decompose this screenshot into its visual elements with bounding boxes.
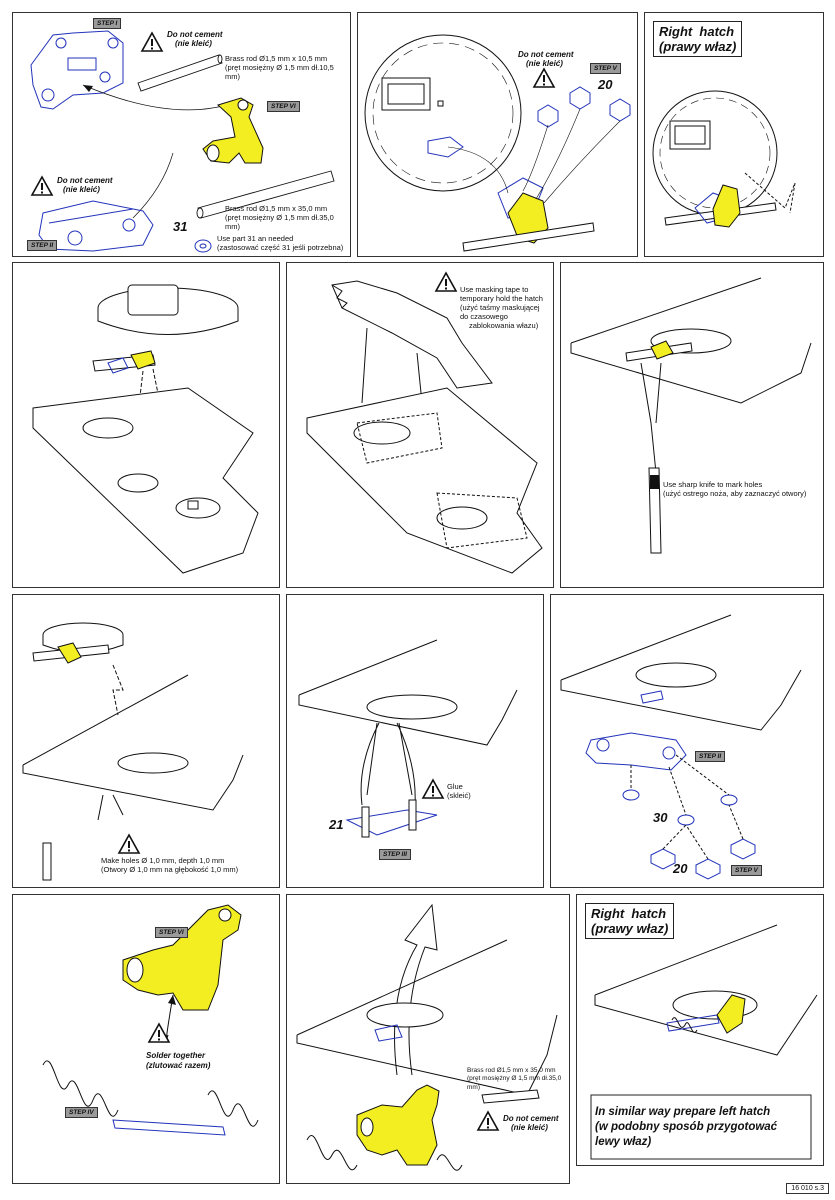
sharp-knife-note: Use sharp knife to mark holes [663, 480, 763, 489]
step-iv-badge: STEP IV [65, 1107, 98, 1118]
right-hatch-title: Right hatch [591, 906, 667, 921]
part-number-30: 30 [653, 810, 668, 825]
step-v-badge: STEP V [590, 63, 621, 74]
do-not-cement-label: Do not cement [167, 30, 223, 39]
panel12-drawing [590, 924, 818, 1160]
panel3-drawing [652, 90, 796, 228]
left-hatch-note-3: lewy właz) [595, 1136, 652, 1148]
masking-tape-note-2: temporary hold the hatch [460, 294, 543, 303]
left-hatch-note: In similar way prepare left hatch (w pod… [595, 1105, 777, 1150]
do-not-cement-pl-label: (nie kleić) [526, 59, 563, 68]
panel7-drawing [22, 622, 244, 881]
do-not-cement-label-2: Do not cement [57, 176, 113, 185]
step-ii-badge: STEP II [695, 751, 726, 762]
panel-step-2-5-nuts: STEP II 30 20 STEP V [550, 594, 824, 888]
panel-step-5-hatch: Do not cement (nie kleić) STEP V 20 [357, 12, 638, 257]
sharp-knife-note-pl: (użyć ostrego noża, aby zaznaczyć otwory… [663, 489, 807, 498]
right-hatch-title-pl: (prawy właz) [591, 921, 669, 936]
panel-solder-step-4-6: STEP VI Solder together (zlutować razem)… [12, 894, 280, 1184]
drill-holes-note: Make holes Ø 1,0 mm, depth 1,0 mm [101, 856, 225, 865]
do-not-cement-pl-label: (nie kleić) [175, 39, 212, 48]
panel-hinge-insert: Brass rod Ø1,5 mm x 35,0 mm (pręt mosięż… [286, 894, 570, 1184]
panel6-drawing [570, 277, 812, 554]
panel-right-hatch-final: Right hatch (prawy właz) In similar way … [576, 894, 824, 1166]
panel-mark-holes: Use sharp knife to mark holes (użyć ostr… [560, 262, 824, 588]
panel11-drawing [296, 903, 558, 1171]
panel-drill-holes: Make holes Ø 1,0 mm, depth 1,0 mm (Otwor… [12, 594, 280, 888]
page-number: 16 010 s.3 [786, 1183, 829, 1194]
masking-tape-note-1: Use masking tape to [460, 285, 529, 294]
part-number-21: 21 [329, 817, 344, 832]
right-hatch-title-box: Right hatch (prawy właz) [653, 21, 743, 57]
brass-rod-2-label: Brass rod Ø1,5 mm x 35,0 mm [225, 204, 328, 213]
glue-label: Glue [447, 782, 463, 791]
left-hatch-note-1: In similar way prepare left hatch [595, 1106, 771, 1118]
panel5-drawing [306, 272, 543, 574]
do-not-cement-label: Do not cement [518, 50, 574, 59]
brass-rod-label-pl: (pręt mosiężny Ø 1,5 mm dł.35,0 mm) [467, 1075, 562, 1091]
panel-right-hatch-top: Right hatch (prawy właz) [644, 12, 824, 257]
panel-hatch-fit [12, 262, 280, 588]
panel9-drawing [560, 614, 802, 880]
brass-rod-1-pl-label: (pręt mosiężny Ø 1,5 mm dł.10,5 mm) [225, 63, 334, 81]
panel4-drawing [32, 284, 259, 574]
right-hatch-title: Right hatch [659, 24, 735, 39]
left-hatch-note-2: (w podobny sposób przygotować [595, 1121, 778, 1133]
brass-rod-2-pl-label: (pręt mosiężny Ø 1,5 mm dł.35,0 mm) [225, 213, 334, 231]
step-iii-badge: STEP III [379, 849, 411, 860]
part-number-20: 20 [598, 77, 613, 92]
masking-tape-note-4: do czasowego [460, 312, 508, 321]
masking-tape-note-5: zablokowania włazu) [469, 321, 539, 330]
panel10-drawing [42, 904, 259, 1136]
use-part-31-label: Use part 31 an needed [217, 234, 294, 243]
step-i-badge: STEP I [93, 18, 122, 29]
glue-label-pl: (skleić) [447, 791, 471, 800]
part-number-31: 31 [173, 219, 188, 234]
panel-glue-step-3: Glue (skleić) 21 STEP III [286, 594, 544, 888]
panel2-drawing [364, 34, 631, 252]
panel8-drawing [298, 639, 518, 838]
part-number-20: 20 [673, 861, 688, 876]
step-ii-badge: STEP II [27, 240, 58, 251]
brass-rod-1-label: Brass rod Ø1,5 mm x 10,5 mm [225, 54, 328, 63]
do-not-cement-label: Do not cement [503, 1114, 559, 1123]
panel1-drawing [30, 30, 335, 253]
solder-label: Solder together [146, 1051, 206, 1060]
brass-rod-label: Brass rod Ø1,5 mm x 35,0 mm [467, 1067, 556, 1074]
step-vi-badge: STEP VI [155, 927, 188, 938]
do-not-cement-pl-label: (nie kleić) [511, 1123, 548, 1132]
right-hatch-title-pl: (prawy właz) [659, 39, 737, 54]
panel-step-1-2-6: STEP I Do not cement (nie kleić) Brass r… [12, 12, 351, 257]
solder-label-pl: (zlutować razem) [146, 1061, 211, 1070]
drill-holes-note-pl: (Otwory Ø 1,0 mm na głębokość 1,0 mm) [101, 865, 239, 874]
do-not-cement-pl-label-2: (nie kleić) [63, 185, 100, 194]
use-part-31-pl-label: (zastosować część 31 jeśli potrzebna) [217, 243, 344, 252]
step-vi-badge: STEP VI [267, 101, 300, 112]
right-hatch-title-box: Right hatch (prawy właz) [585, 903, 675, 939]
panel-masking-tape: Use masking tape to temporary hold the h… [286, 262, 554, 588]
step-v-badge: STEP V [731, 865, 762, 876]
masking-tape-note-3: (użyć taśmy maskującej [460, 303, 540, 312]
